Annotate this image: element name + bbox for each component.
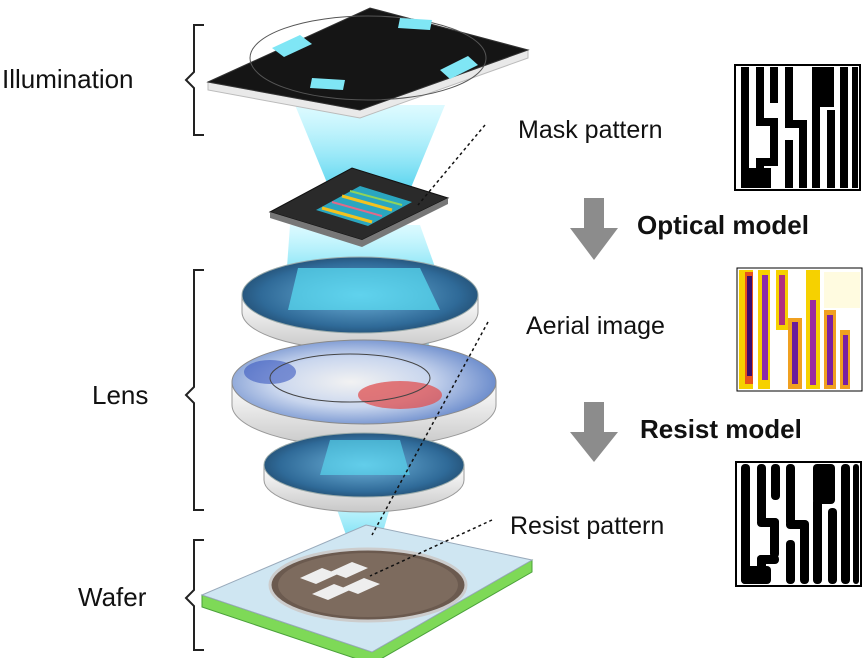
- aerial-leader-line: [371, 321, 489, 536]
- wafer-bracket: [184, 539, 204, 651]
- resist-model-arrow: [570, 402, 618, 462]
- lens-2-cold-spot: [244, 360, 296, 384]
- resist-pattern-image: [735, 461, 862, 587]
- lens-1-beam: [288, 268, 440, 310]
- wafer-die: [330, 562, 368, 578]
- mask-leader-line: [417, 124, 486, 206]
- optical-model-arrow: [570, 198, 618, 260]
- resist-leader-line: [369, 519, 493, 577]
- mask-pattern-image: [734, 64, 861, 191]
- mask-line: [321, 206, 373, 224]
- mask-pattern-label: Mask pattern: [518, 116, 663, 144]
- illumination-pole: [272, 35, 312, 57]
- resist-model-label: Resist model: [640, 414, 802, 444]
- optical-model-label: Optical model: [637, 210, 809, 240]
- illumination-ring: [249, 15, 487, 101]
- illumination-pole: [310, 78, 345, 90]
- aerial-image-label: Aerial image: [526, 312, 665, 340]
- illumination-pole: [398, 18, 432, 30]
- wafer-die: [312, 584, 350, 600]
- resist-pattern-label: Resist pattern: [510, 512, 665, 540]
- illumination-bracket: [184, 24, 204, 136]
- mask-line: [331, 201, 383, 217]
- lens-bracket: [184, 269, 204, 511]
- mask-line: [341, 194, 393, 212]
- mask-pattern-area: [316, 186, 412, 226]
- lens-2-contour: [269, 353, 431, 403]
- wafer-die: [300, 568, 338, 584]
- illumination-plate: [206, 7, 530, 111]
- lens-3-beam: [320, 440, 410, 475]
- wafer-die: [342, 578, 380, 594]
- illumination-label: Illumination: [2, 64, 134, 94]
- illumination-pole: [440, 56, 478, 79]
- beam-upper: [295, 105, 445, 190]
- wafer-label: Wafer: [78, 582, 147, 612]
- aerial-image-map: [736, 267, 863, 392]
- lens-2-hot-spot: [358, 381, 442, 409]
- mask-line: [349, 190, 403, 206]
- lens-label: Lens: [92, 380, 149, 410]
